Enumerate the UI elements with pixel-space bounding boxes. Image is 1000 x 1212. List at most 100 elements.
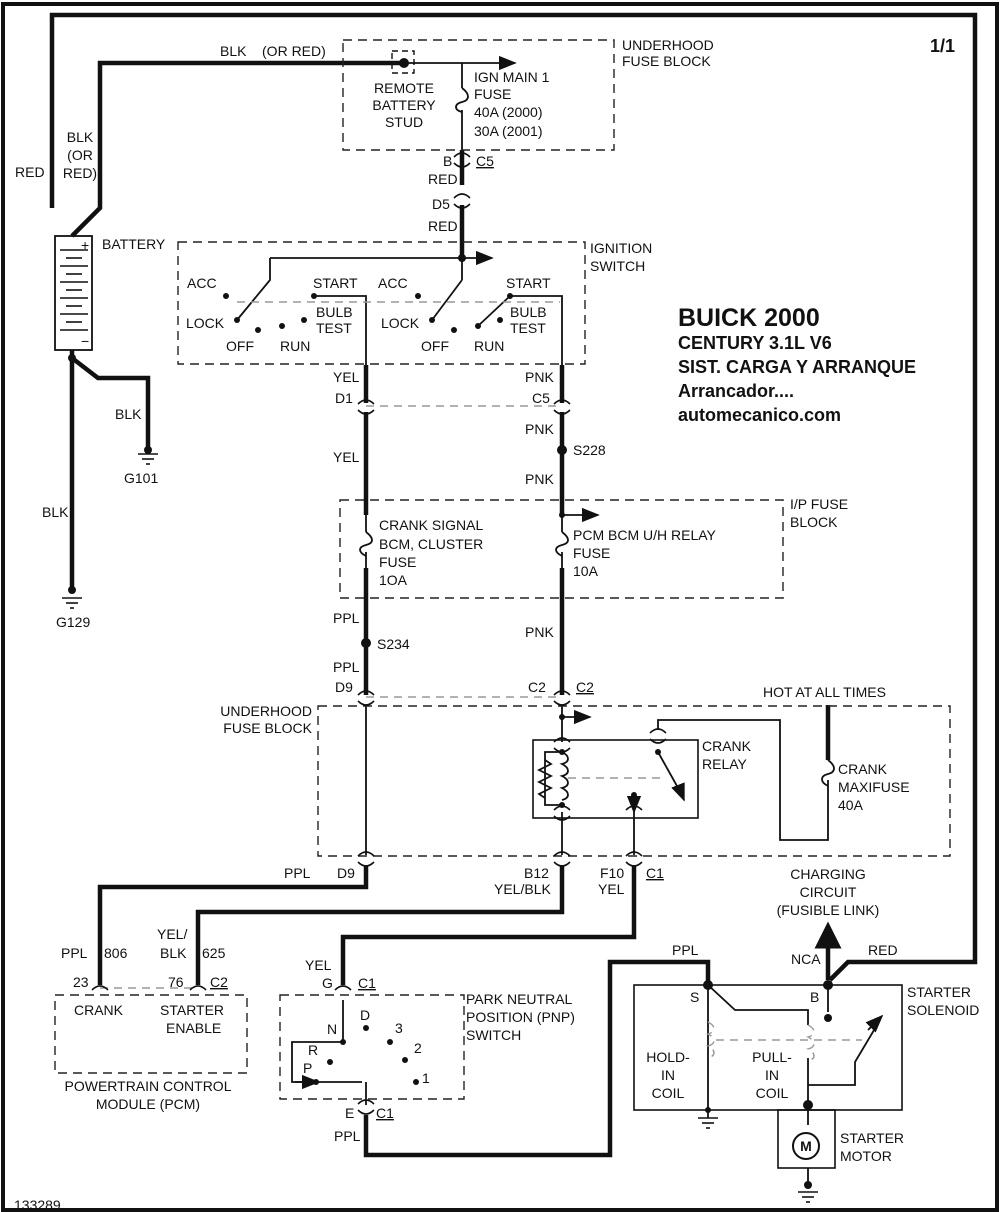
sw-acc-left: ACC bbox=[187, 275, 217, 291]
pcm-starter-enable-1: STARTER bbox=[160, 1002, 224, 1018]
conn-b-sol: B bbox=[810, 989, 819, 1005]
charging-circuit-3: (FUSIBLE LINK) bbox=[777, 902, 880, 918]
pnp-p: P bbox=[303, 1060, 312, 1076]
ip-fuse-block-2: BLOCK bbox=[790, 514, 838, 530]
internal-lines bbox=[236, 55, 881, 1185]
wire-ppl-above-s234: PPL bbox=[333, 610, 360, 626]
wire-yel-d1: YEL bbox=[333, 369, 360, 385]
wire-ppl-806: PPL bbox=[61, 945, 88, 961]
sw-off-right: OFF bbox=[421, 338, 449, 354]
solenoid-contact-arrow bbox=[865, 1014, 884, 1033]
starter-motor-1: STARTER bbox=[840, 1130, 904, 1146]
wire-pnk-below-c5: PNK bbox=[525, 421, 554, 437]
relay-coil bbox=[559, 751, 569, 801]
wire-blk-v2: (OR bbox=[67, 147, 93, 163]
pcm-label-2: MODULE (PCM) bbox=[96, 1096, 200, 1112]
remote-battery-stud-1: REMOTE bbox=[374, 80, 434, 96]
pin-806: 806 bbox=[104, 945, 128, 961]
sw-run-right: RUN bbox=[474, 338, 504, 354]
wire-yel-mid: YEL bbox=[333, 449, 360, 465]
remote-battery-stud-2: BATTERY bbox=[372, 97, 436, 113]
splice-s228: S228 bbox=[573, 442, 606, 458]
pcm-relay-fuse-3: 10A bbox=[573, 563, 599, 579]
crank-maxifuse-3: 40A bbox=[838, 797, 864, 813]
crank-relay-1: CRANK bbox=[702, 738, 752, 754]
crank-maxifuse-1: CRANK bbox=[838, 761, 888, 777]
wire-yel-blk-625-1: YEL/ bbox=[157, 926, 187, 942]
wire-pnk-below-s228: PNK bbox=[525, 471, 554, 487]
wire-red-left: RED bbox=[15, 164, 45, 180]
underhood-fuse-block-top-1: UNDERHOOD bbox=[622, 37, 714, 53]
wire-yel-blk-b12: YEL/BLK bbox=[494, 881, 551, 897]
pnp-switch-3: SWITCH bbox=[466, 1027, 521, 1043]
pin-23: 23 bbox=[73, 974, 89, 990]
title-line-5: automecanico.com bbox=[678, 405, 841, 425]
conn-c1-pnp-top: C1 bbox=[358, 975, 376, 991]
hold-in-coil-2: IN bbox=[661, 1067, 675, 1083]
crank-relay-2: RELAY bbox=[702, 756, 748, 772]
pcm-relay-fuse-2: FUSE bbox=[573, 545, 610, 561]
pull-in-coil-2: IN bbox=[765, 1067, 779, 1083]
starter-motor-symbol bbox=[792, 1132, 820, 1160]
wire-pnk-c5: PNK bbox=[525, 369, 554, 385]
underhood-fuse-block-mid-2: FUSE BLOCK bbox=[223, 720, 312, 736]
ign-main-fuse-2: FUSE bbox=[474, 86, 511, 102]
hold-in-coil-1: HOLD- bbox=[646, 1049, 690, 1065]
battery-label: BATTERY bbox=[102, 236, 166, 252]
wire-red-d5: RED bbox=[428, 218, 458, 234]
conn-c1-pnp-bot: C1 bbox=[376, 1105, 394, 1121]
battery-neg: − bbox=[81, 333, 89, 349]
wire-ppl-pnp-e: PPL bbox=[334, 1128, 361, 1144]
wire-ppl-solenoid: PPL bbox=[672, 942, 699, 958]
ign-main-fuse-3: 40A (2000) bbox=[474, 104, 543, 120]
pnp-3: 3 bbox=[395, 1020, 403, 1036]
hold-in-coil-3: COIL bbox=[652, 1085, 685, 1101]
battery-plates bbox=[60, 249, 88, 331]
title-line-1: BUICK 2000 bbox=[678, 304, 820, 332]
crank-signal-fuse-3: FUSE bbox=[379, 554, 416, 570]
sw-test-left: TEST bbox=[316, 320, 352, 336]
conn-d9-top: D9 bbox=[335, 679, 353, 695]
wire-blk-v1: BLK bbox=[67, 129, 94, 145]
wire-blk-v3: RED) bbox=[63, 165, 97, 181]
pcm-starter-enable-2: ENABLE bbox=[166, 1020, 221, 1036]
crank-signal-fuse-1: CRANK SIGNAL bbox=[379, 517, 483, 533]
wire-yel-f10: YEL bbox=[598, 881, 625, 897]
sw-test-right: TEST bbox=[510, 320, 546, 336]
fuse-symbols bbox=[359, 87, 835, 787]
sw-start-left: START bbox=[313, 275, 358, 291]
wire-pnk-mid: PNK bbox=[525, 624, 554, 640]
wire-ppl-below-s234: PPL bbox=[333, 659, 360, 675]
title-line-4: Arrancador.... bbox=[678, 381, 794, 401]
conn-s: S bbox=[690, 989, 699, 1005]
conn-c5-top: C5 bbox=[476, 153, 494, 169]
conn-d1: D1 bbox=[335, 390, 353, 406]
crank-maxifuse-2: MAXIFUSE bbox=[838, 779, 910, 795]
sw-bulb-right: BULB bbox=[510, 304, 547, 320]
battery-pos: + bbox=[81, 237, 89, 253]
conn-g: G bbox=[322, 975, 333, 991]
sheet-number: 1/1 bbox=[930, 36, 955, 56]
conn-c2-left: C2 bbox=[528, 679, 546, 695]
starter-solenoid-box bbox=[633, 984, 903, 1111]
wire-ppl-d9: PPL bbox=[284, 865, 311, 881]
relay-resistor bbox=[536, 759, 554, 799]
pin-76: 76 bbox=[168, 974, 184, 990]
charging-circuit-2: CIRCUIT bbox=[800, 884, 857, 900]
ign-main-fuse-1: IGN MAIN 1 bbox=[474, 69, 550, 85]
sw-lock-right: LOCK bbox=[381, 315, 420, 331]
pnp-r: R bbox=[308, 1042, 318, 1058]
title-line-2: CENTURY 3.1L V6 bbox=[678, 333, 832, 353]
wire-blk-g101: BLK bbox=[115, 406, 142, 422]
hot-at-all-times: HOT AT ALL TIMES bbox=[763, 684, 886, 700]
crank-signal-fuse-2: BCM, CLUSTER bbox=[379, 536, 483, 552]
conn-d9-bot: D9 bbox=[337, 865, 355, 881]
pull-in-coil-3: COIL bbox=[756, 1085, 789, 1101]
junction-dots bbox=[68, 58, 833, 1189]
pnp-1: 1 bbox=[422, 1070, 430, 1086]
ground-g101: G101 bbox=[124, 470, 158, 486]
wire-red-b: RED bbox=[428, 171, 458, 187]
starter-solenoid-2: SOLENOID bbox=[907, 1002, 979, 1018]
wires bbox=[49, 12, 978, 1158]
sw-run-left: RUN bbox=[280, 338, 310, 354]
